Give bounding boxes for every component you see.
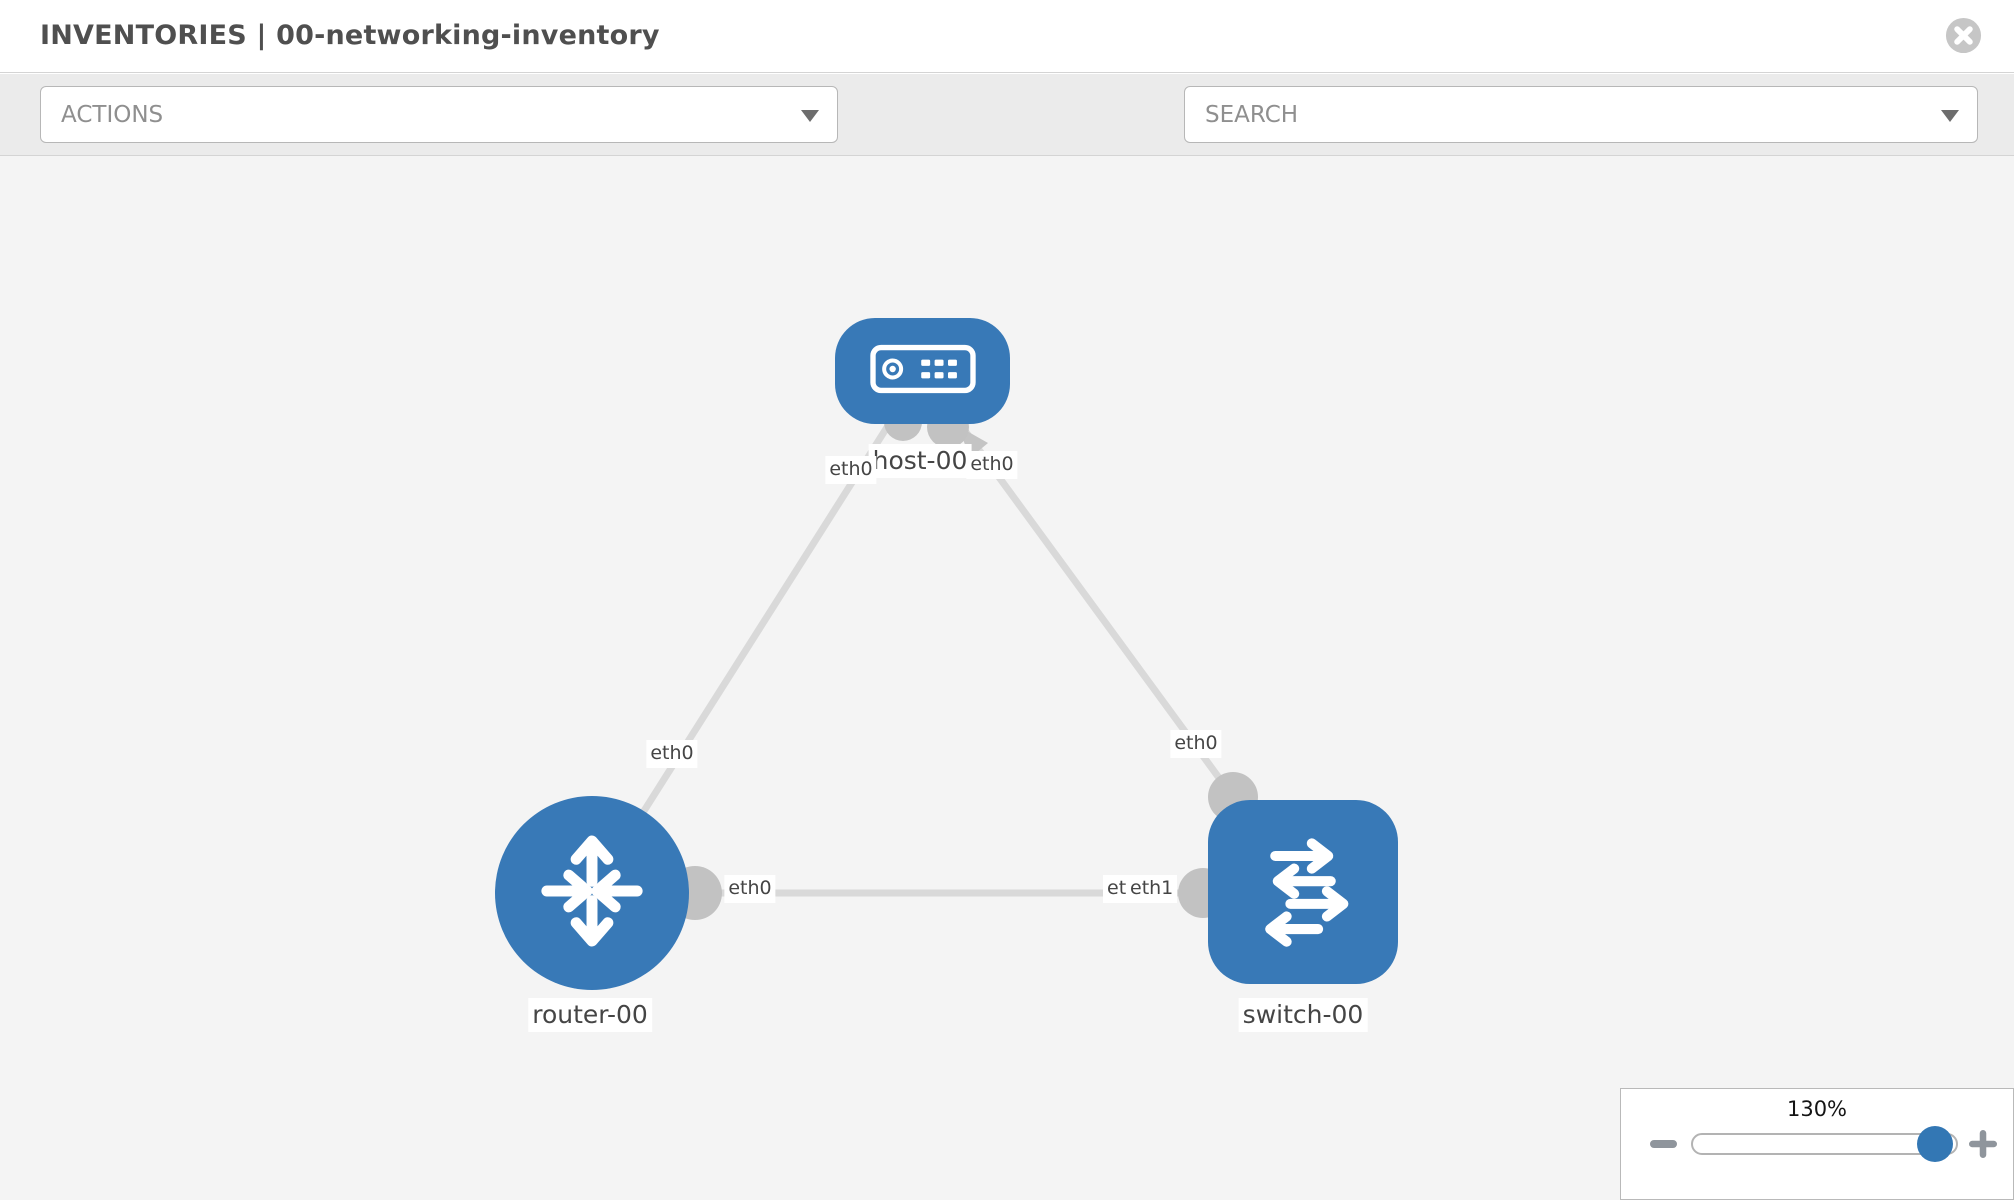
node-router-00[interactable]: [495, 796, 689, 990]
zoom-in-plus-icon[interactable]: [1969, 1130, 1997, 1158]
node-label-router: router-00: [528, 998, 652, 1033]
page-title: INVENTORIES | 00-networking-inventory: [40, 20, 660, 51]
iface-label-host-eth0: eth0: [825, 456, 877, 484]
node-switch-00[interactable]: [1208, 800, 1398, 984]
toolbar: ACTIONS SEARCH: [0, 74, 2014, 204]
chevron-down-icon: [1941, 109, 1959, 122]
search-dropdown[interactable]: SEARCH: [1184, 86, 1978, 143]
zoom-slider-track[interactable]: [1691, 1126, 1958, 1162]
zoom-out-minus-icon[interactable]: [1650, 1140, 1677, 1148]
iface-label-host-eth0: eth0: [966, 451, 1018, 479]
panel-header: INVENTORIES | 00-networking-inventory: [0, 0, 2014, 73]
iface-label-router-eth0: eth0: [646, 740, 698, 768]
node-host-00[interactable]: [835, 318, 1010, 424]
topology-canvas[interactable]: host-00 router-00 switch-00 eth0 eth0 et…: [0, 156, 2014, 1200]
node-label-host: host-00: [868, 444, 972, 479]
close-icon[interactable]: [1944, 16, 1983, 55]
router-icon: [531, 830, 653, 956]
zoom-widget: 130%: [1620, 1088, 2014, 1200]
switch-icon: [1240, 827, 1366, 957]
node-label-switch: switch-00: [1238, 998, 1368, 1033]
zoom-slider-thumb[interactable]: [1917, 1126, 1953, 1162]
actions-dropdown[interactable]: ACTIONS: [40, 86, 838, 143]
host-icon: [869, 344, 977, 398]
iface-label-switch-eth0: eth0: [1170, 730, 1222, 758]
chevron-down-icon: [801, 109, 819, 122]
topology-links-layer: [589, 369, 1303, 920]
zoom-level-readout: 130%: [1786, 1097, 1848, 1121]
search-dropdown-label: SEARCH: [1205, 101, 1299, 128]
iface-label-switch-eth1: eth1: [1126, 875, 1178, 903]
iface-label-router-eth0: eth0: [724, 875, 776, 903]
actions-dropdown-label: ACTIONS: [61, 101, 164, 128]
